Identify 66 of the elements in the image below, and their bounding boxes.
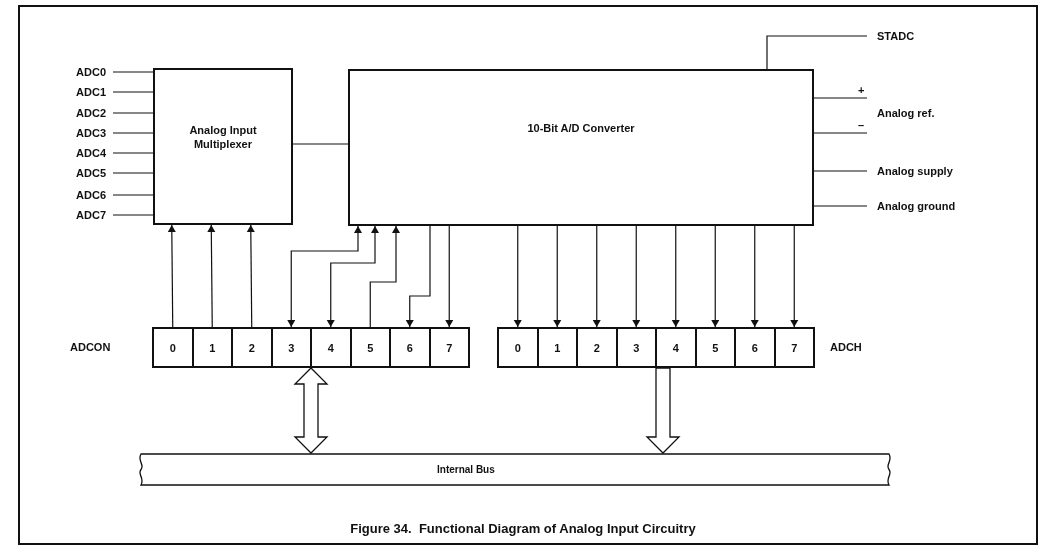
arrow [246, 224, 255, 328]
arrow [632, 225, 641, 328]
signal-line [112, 172, 154, 174]
pin-label: ADC4 [76, 146, 106, 160]
pin-label: ADC5 [76, 166, 106, 180]
pin-label: ADC6 [76, 188, 106, 202]
arrow [369, 225, 400, 328]
register-bit-cell: 5 [694, 327, 736, 368]
register-name: ADCON [70, 340, 111, 354]
bus-transfer-arrow [645, 367, 681, 454]
arrow [405, 225, 431, 328]
signal-line [112, 71, 154, 73]
arrow [326, 225, 379, 328]
register-bit-cell: 4 [310, 327, 352, 368]
signal-line [112, 194, 154, 196]
arrow [711, 225, 720, 328]
register-bit-cell: 1 [536, 327, 578, 368]
register-bit-cell: 4 [655, 327, 697, 368]
arrow [167, 224, 176, 328]
register-bit-cell: 5 [349, 327, 391, 368]
arrow [207, 224, 216, 328]
signal-line [813, 170, 868, 172]
register-bit-cell: 6 [389, 327, 431, 368]
signal-label: STADC [877, 29, 915, 43]
function-block: Analog Input Multiplexer [153, 68, 293, 225]
arrow [287, 225, 362, 328]
signal-line [813, 132, 868, 134]
signal-line [112, 91, 154, 93]
register-bit-cell: 7 [773, 327, 815, 368]
function-block: 10-Bit A/D Converter [348, 69, 814, 226]
signal-label: Analog supply [877, 164, 953, 178]
signal-line [813, 97, 868, 99]
register-bit-cell: 7 [428, 327, 470, 368]
signal-line [112, 152, 154, 154]
register-name: ADCH [830, 340, 862, 354]
register-bit-cell: 3 [270, 327, 312, 368]
register-bit-cell: 1 [191, 327, 233, 368]
arrow [671, 225, 680, 328]
register-bit-cell: 0 [152, 327, 194, 368]
signal-line [766, 35, 868, 70]
pin-label: ADC2 [76, 106, 106, 120]
signal-label: Analog ground [877, 199, 956, 213]
register-bit-cell: 3 [615, 327, 657, 368]
arrow [750, 225, 759, 328]
arrow [790, 225, 799, 328]
arrow [445, 225, 454, 328]
arrow [513, 225, 522, 328]
bus-transfer-arrow [293, 367, 329, 454]
signal-label: Analog ref. [877, 106, 935, 120]
signal-line [813, 205, 868, 207]
register-bit-cell: 2 [231, 327, 273, 368]
register-bit-cell: 6 [734, 327, 776, 368]
signal-line [292, 143, 349, 145]
arrow [592, 225, 601, 328]
register-bit-cell: 2 [576, 327, 618, 368]
pin-label: ADC1 [76, 85, 106, 99]
pin-label: ADC0 [76, 65, 106, 79]
arrow [553, 225, 562, 328]
pin-label: ADC7 [76, 208, 106, 222]
signal-line [112, 132, 154, 134]
figure-caption: Figure 34. Functional Diagram of Analog Input Circuitry [349, 522, 697, 536]
pin-label: ADC3 [76, 126, 106, 140]
signal-line [112, 214, 154, 216]
signal-line [112, 112, 154, 114]
register-bit-cell: 0 [497, 327, 539, 368]
bus-name: Internal Bus [437, 463, 495, 477]
